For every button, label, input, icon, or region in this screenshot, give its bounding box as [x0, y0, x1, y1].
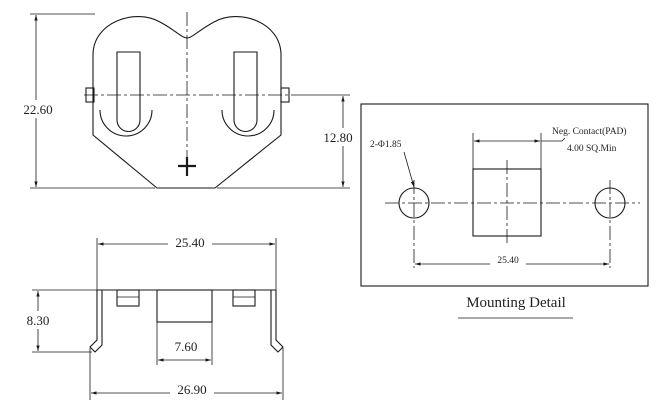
dim-7-60: 7.60 [175, 339, 198, 354]
left-slot [116, 51, 141, 132]
left-contact-block [116, 289, 140, 307]
contact-label: Neg. Contact(PAD) [552, 126, 627, 137]
hole-leader [403, 151, 415, 188]
hole-label: 2-Φ1.85 [370, 140, 402, 150]
mounting-detail: Neg. Contact(PAD) 4.00 SQ.Min 2-Φ1.85 25… [360, 103, 649, 319]
right-slot-outer [221, 109, 275, 137]
holder-outline [92, 16, 282, 189]
dim-26-90: 26.90 [177, 382, 206, 397]
mounting-caption: Mounting Detail [466, 295, 566, 311]
right-leg [270, 290, 284, 353]
center-pad-block [156, 289, 213, 323]
left-leg [89, 290, 103, 353]
mounting-frame [360, 103, 649, 287]
top-view: 22.60 12.80 [18, 12, 358, 189]
front-view: 25.40 8.30 7.60 26.90 [20, 233, 284, 400]
pad-size-label: 4.00 SQ.Min [567, 144, 617, 154]
pitch-label: 25.40 [497, 256, 519, 266]
dim-8-30: 8.30 [27, 313, 50, 328]
left-slot-outer [99, 109, 153, 137]
right-slot [233, 51, 258, 132]
contact-leader [541, 137, 566, 142]
right-contact-block [232, 289, 256, 307]
dim-25-40: 25.40 [175, 235, 204, 250]
dim-22-60: 22.60 [23, 102, 52, 117]
dim-12-80: 12.80 [323, 130, 352, 145]
